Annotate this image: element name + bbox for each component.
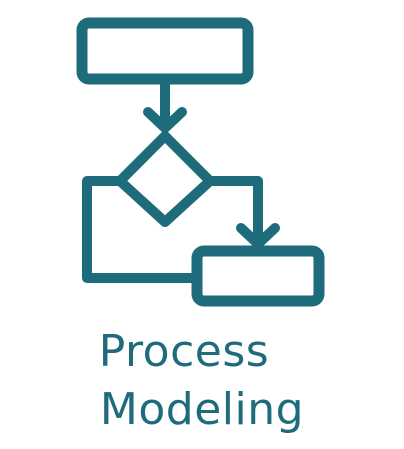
arrowhead-down-icon	[236, 223, 280, 249]
process-box-top	[76, 17, 254, 85]
decision-diamond	[115, 131, 215, 227]
caption-modeling: Modeling	[99, 384, 305, 435]
process-box-bottom	[191, 245, 325, 307]
connector-right-branch	[205, 176, 263, 245]
connector-left-branch	[82, 176, 195, 283]
caption-process: Process	[98, 326, 270, 377]
arrowhead-down-icon	[143, 107, 187, 133]
